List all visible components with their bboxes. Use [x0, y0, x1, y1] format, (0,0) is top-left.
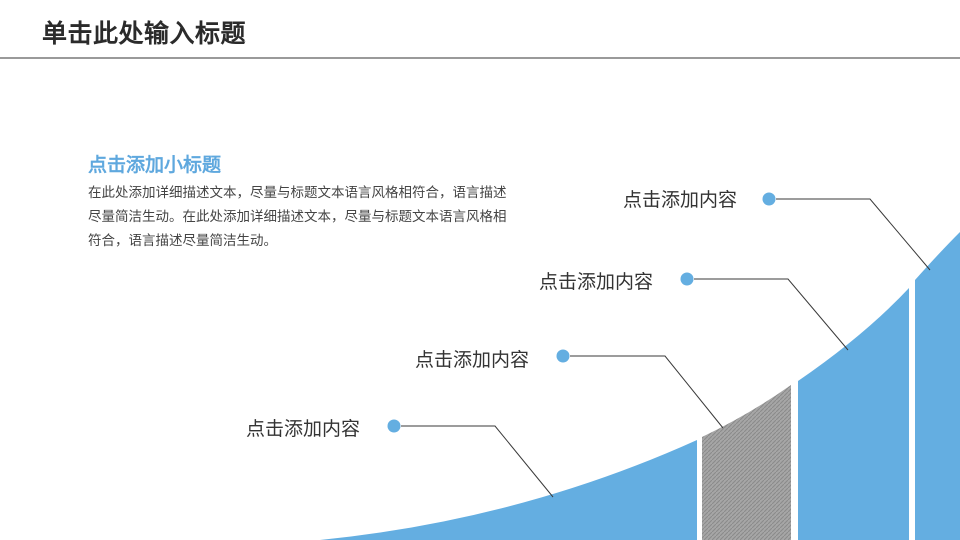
callout-dot-3 [556, 349, 570, 363]
connector-line-1 [776, 198, 931, 271]
callout-label-1: 点击添加内容 [623, 189, 738, 211]
callout-label-2: 点击添加内容 [539, 271, 654, 293]
callout-label-4: 点击添加内容 [246, 418, 361, 440]
connector-line-4 [401, 425, 554, 498]
curve-segment-1 [320, 440, 697, 540]
section-subtitle: 点击添加小标题 [88, 154, 222, 176]
curve-segment-4 [915, 232, 960, 540]
callout-dot-4 [387, 419, 401, 433]
callout-dot-1 [762, 192, 776, 206]
connector-line-3 [570, 355, 724, 429]
section-description: 在此处添加详细描述文本，尽量与标题文本语言风格相符合，语言描述尽量简洁生动。在此… [88, 185, 507, 249]
curve-segment-3 [798, 288, 909, 540]
title-divider [0, 57, 960, 59]
callout-label-3: 点击添加内容 [415, 349, 530, 371]
curve-segment-2 [702, 385, 791, 540]
page-title: 单击此处输入标题 [42, 19, 247, 48]
callout-dot-2 [680, 272, 694, 286]
connector-line-2 [694, 278, 849, 351]
